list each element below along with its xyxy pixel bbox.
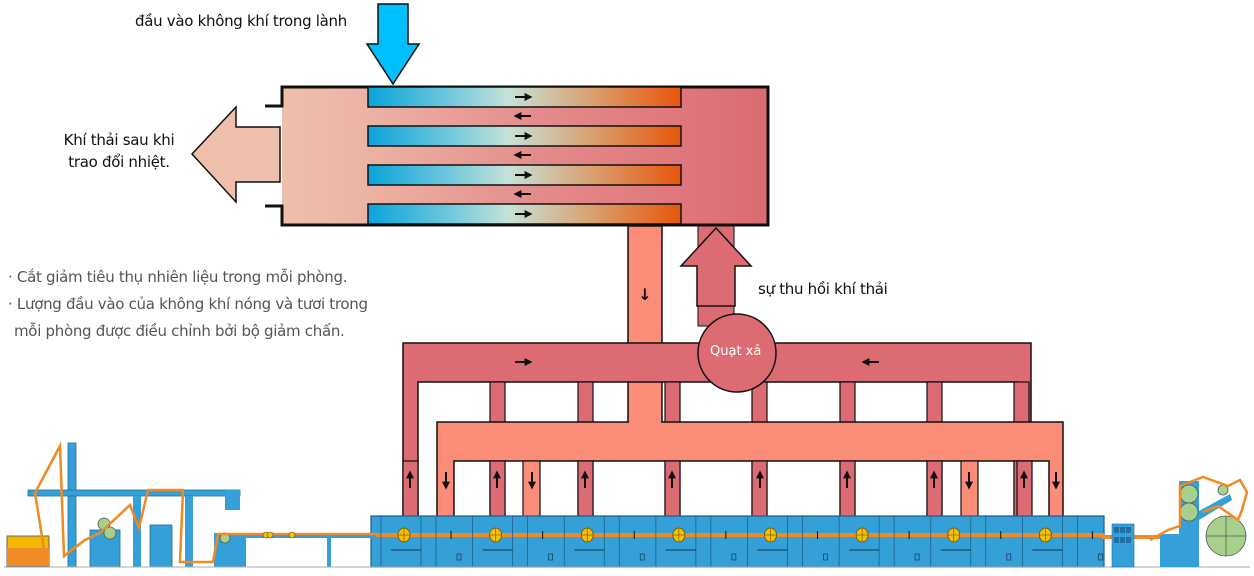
exhaust-fan-label: Quạt xả [710, 344, 762, 359]
exhaust-fan [697, 313, 777, 393]
fresh-air-inlet-label: đầu vào không khí trong lành [135, 12, 347, 30]
exhaust-after-exchange-line2: trao đổi nhiệt. [68, 153, 170, 171]
damper-icon [914, 553, 920, 561]
exhaust-branch-duct [926, 460, 943, 518]
exhaust-branch-duct [751, 460, 768, 518]
exhaust-branch-duct [1016, 460, 1033, 518]
output-machinery [1102, 475, 1249, 568]
supply-down-arrow: ↓ [638, 285, 651, 304]
heat-exchanger [265, 85, 770, 227]
damper-icon [823, 553, 828, 561]
dryer-body [370, 515, 1105, 568]
supply-duct-vertical [627, 225, 663, 427]
exhaust-branch-duct [664, 460, 681, 518]
damper-icon [548, 553, 554, 561]
feed-machinery [4, 441, 1250, 568]
note-item: mỗi phòng được điều chỉnh bởi bộ giảm ch… [14, 322, 345, 340]
note-item: · Lượng đầu vào của không khí nóng và tư… [8, 295, 368, 313]
fresh-air-inlet-arrow [365, 3, 421, 86]
damper-icon [731, 553, 737, 561]
exhaust-after-exchange-label: Khí thải sau khi trao đổi nhiệt. [45, 131, 193, 171]
exhaust-branch-duct [402, 460, 419, 518]
exhaust-out-arrow [190, 105, 281, 204]
exhaust-branch-duct [489, 460, 506, 518]
supply-junction [629, 415, 661, 425]
hot-air-header [402, 415, 1064, 518]
exhaust-after-exchange-line1: Khí thải sau khi [63, 131, 175, 149]
dryer-tenter [370, 515, 1105, 568]
damper-icon [456, 553, 462, 561]
damper-icon [1006, 553, 1012, 561]
damper-icon [1097, 553, 1103, 561]
exhaust-recovery-arrow [679, 226, 753, 307]
exhaust-branch-duct [839, 460, 856, 518]
hot-air-branch-duct [960, 460, 979, 518]
hot-air-branch-duct [522, 460, 541, 518]
note-item: · Cắt giảm tiêu thụ nhiên liệu trong mỗi… [8, 268, 348, 286]
exhaust-branch-duct [577, 460, 594, 518]
damper-icon [639, 553, 645, 561]
benefit-notes: · Cắt giảm tiêu thụ nhiên liệu trong mỗi… [8, 264, 368, 345]
exhaust-recovery-label: sự thu hồi khí thải [758, 280, 888, 298]
fabric-path [371, 533, 1104, 537]
